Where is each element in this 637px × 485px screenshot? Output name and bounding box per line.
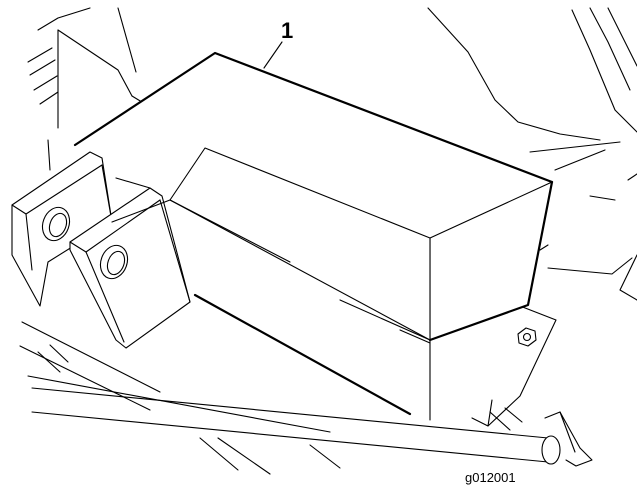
callout-1: 1	[263, 18, 293, 69]
callout-number: 1	[281, 18, 293, 43]
hex-bolt	[517, 327, 537, 347]
right-housing	[427, 7, 637, 301]
box-component	[73, 51, 554, 421]
mounting-bracket-front	[69, 177, 191, 349]
bracket-hole-rear	[41, 206, 71, 242]
lower-frame-tube	[19, 321, 593, 475]
figure-id: g012001	[465, 470, 516, 485]
bracket-hole-front	[99, 244, 129, 280]
mounting-plate	[471, 305, 557, 427]
